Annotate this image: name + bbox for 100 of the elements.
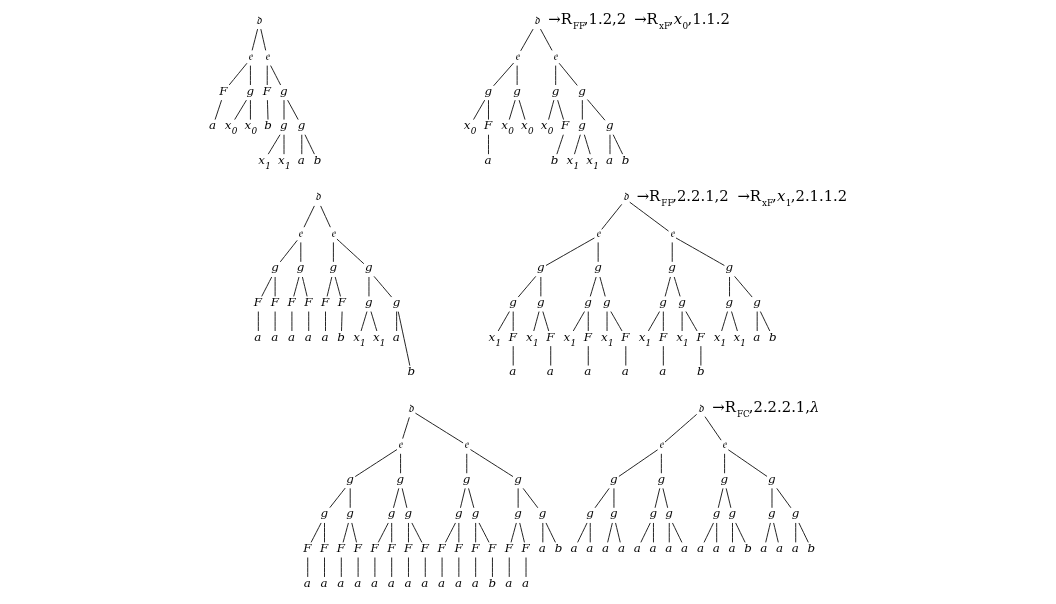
node-text: 𝔢 xyxy=(595,225,600,240)
node-text: x$_{1}$ xyxy=(600,329,614,348)
connector xyxy=(392,487,399,509)
node-text: g xyxy=(577,83,586,98)
connector xyxy=(572,311,585,332)
connector xyxy=(518,99,525,121)
node-text: 𝔢 xyxy=(330,225,335,240)
connector xyxy=(664,276,671,297)
connector xyxy=(661,487,668,509)
connector xyxy=(407,557,409,578)
node-text: x$_{1}$ xyxy=(713,329,726,348)
node-text: a xyxy=(321,329,329,344)
connector xyxy=(598,276,606,297)
node-text: g xyxy=(513,506,522,521)
node-text: x$_{0}$ xyxy=(244,118,257,137)
connector xyxy=(720,311,728,332)
connector xyxy=(323,557,325,578)
node-text: g xyxy=(508,295,517,310)
node-text: 𝔢 xyxy=(463,437,468,452)
node-text: g xyxy=(404,506,412,521)
connector xyxy=(228,62,247,86)
node-text: a xyxy=(404,575,412,590)
connector xyxy=(303,205,315,228)
connector xyxy=(797,522,809,543)
node-text: x$_{1}$ xyxy=(732,329,746,348)
connector xyxy=(354,449,397,478)
connector xyxy=(260,276,272,297)
node-text: a xyxy=(521,575,529,590)
connector xyxy=(342,522,349,543)
connector xyxy=(671,241,673,263)
node-text: a xyxy=(621,364,629,379)
node-text: F xyxy=(508,329,517,344)
connector xyxy=(467,487,474,509)
connector xyxy=(704,416,722,441)
connector xyxy=(459,487,466,509)
node-text: b xyxy=(550,152,558,167)
connector xyxy=(772,522,779,543)
node-text: x$_{1}$ xyxy=(372,329,385,348)
node-text: g xyxy=(462,471,470,486)
connector xyxy=(410,522,422,543)
node-text: a xyxy=(303,575,311,590)
connector xyxy=(323,522,325,543)
node-text: a xyxy=(538,541,546,556)
connector xyxy=(508,557,510,578)
node-text: b xyxy=(743,541,752,556)
connector xyxy=(647,311,660,332)
node-text: g xyxy=(585,506,594,521)
connector xyxy=(469,449,513,478)
node-text: a xyxy=(775,541,783,556)
node-text: g xyxy=(345,506,354,521)
connector xyxy=(478,522,490,543)
connector xyxy=(684,311,698,332)
node-text: F xyxy=(620,329,630,344)
node-text: F xyxy=(270,295,279,310)
node-text: g xyxy=(712,506,720,521)
connector xyxy=(668,522,670,543)
node-text: b xyxy=(313,152,321,167)
node-text: a xyxy=(680,541,688,556)
node-text: g xyxy=(536,260,544,275)
node-text: g xyxy=(512,83,521,98)
node-text: a xyxy=(370,575,378,590)
node-text: a xyxy=(712,541,720,556)
node-text: g xyxy=(791,506,799,521)
connector xyxy=(517,275,536,298)
node-text: a xyxy=(336,575,344,590)
node-text: F xyxy=(695,329,705,344)
connector xyxy=(214,99,222,121)
node-text: g xyxy=(297,118,305,133)
node-text: 𝔢 xyxy=(247,49,252,64)
node-text: g xyxy=(538,506,546,521)
node-text: g xyxy=(656,471,665,486)
node-text: F xyxy=(286,295,296,310)
node-text: a xyxy=(208,118,216,133)
connector xyxy=(401,487,407,509)
node-text: a xyxy=(633,541,641,556)
connector xyxy=(300,134,302,155)
node-text: a xyxy=(605,152,613,167)
connector xyxy=(266,65,268,86)
connector xyxy=(407,522,409,543)
node-text: a xyxy=(664,541,672,556)
node-text: b xyxy=(621,152,629,167)
connector xyxy=(512,345,514,367)
node-text: F xyxy=(504,541,513,556)
connector xyxy=(532,311,540,332)
node-text: g xyxy=(471,506,479,521)
node-text: g xyxy=(364,260,373,275)
connector xyxy=(589,522,591,543)
node-text: 𝔢 xyxy=(297,225,302,240)
connector xyxy=(652,522,654,543)
connector xyxy=(727,449,768,477)
connector xyxy=(233,99,247,121)
connector xyxy=(390,557,392,578)
connector xyxy=(328,487,346,509)
connector xyxy=(614,522,621,543)
connector xyxy=(516,65,518,86)
connector xyxy=(444,522,456,543)
node-text: a xyxy=(791,541,799,556)
connector xyxy=(541,522,543,543)
node-text: F xyxy=(453,541,463,556)
node-text: F xyxy=(545,329,554,344)
